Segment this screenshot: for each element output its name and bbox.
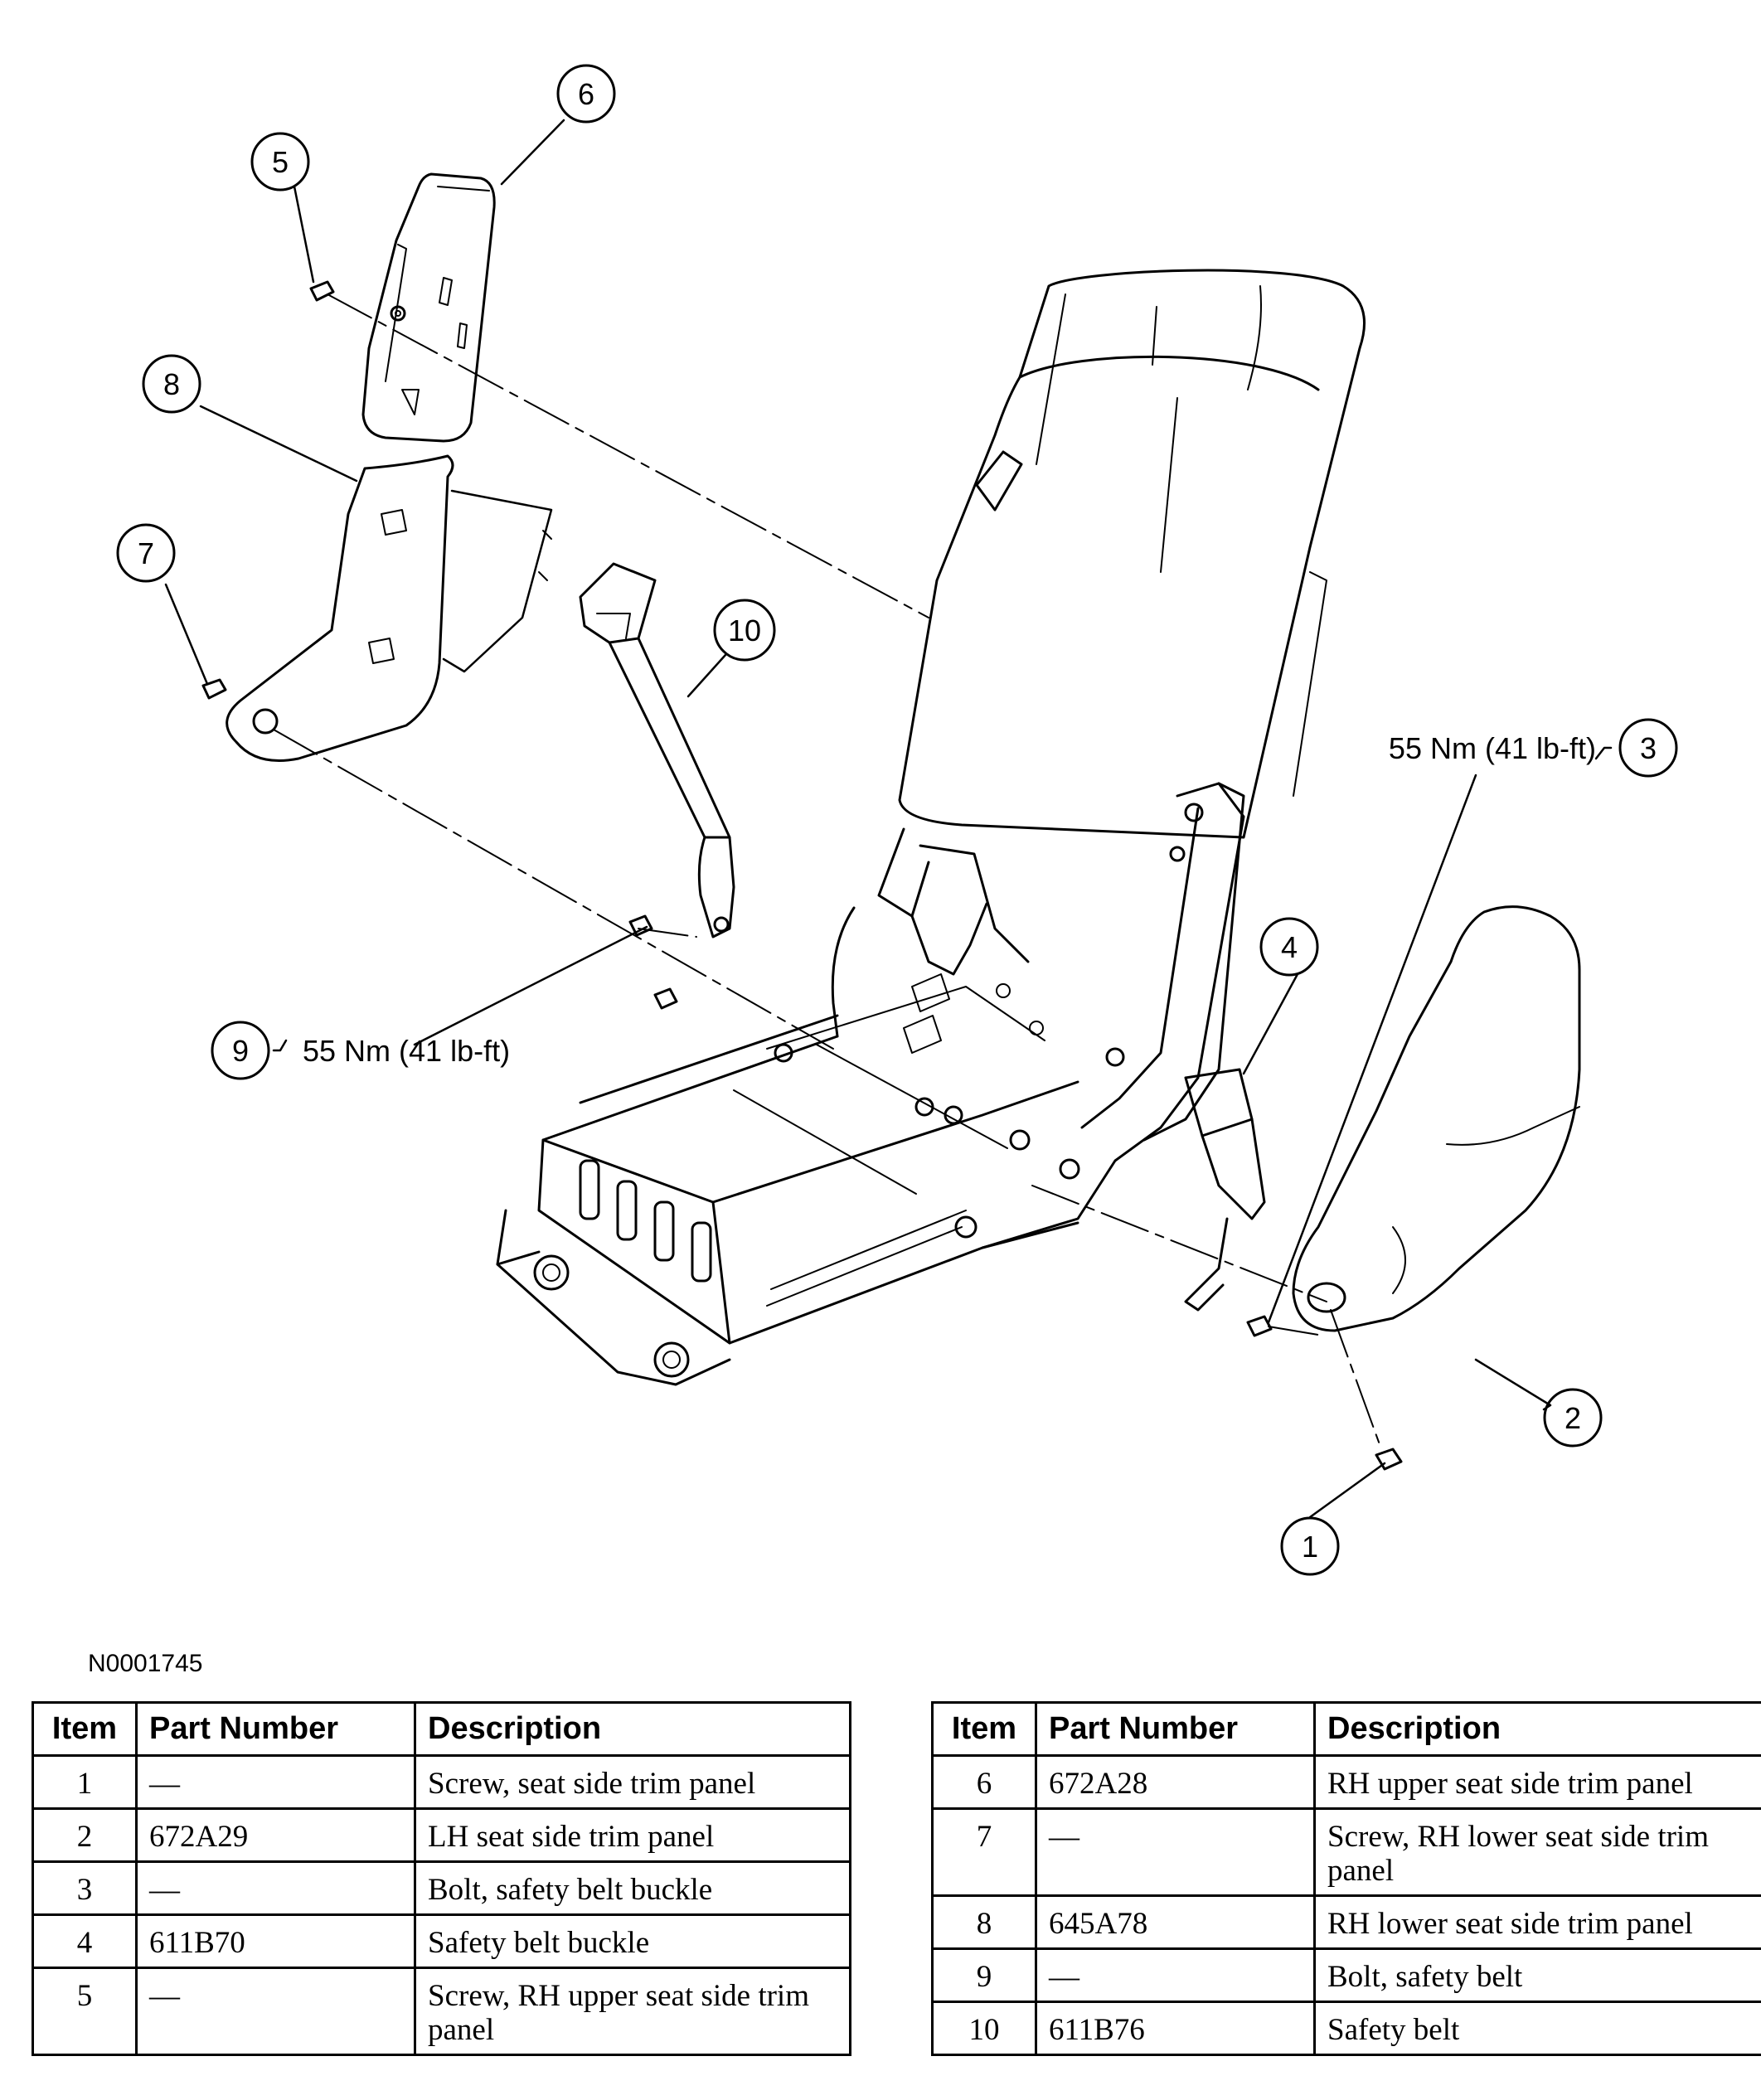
- table-row: 5 — Screw, RH upper seat side trim panel: [32, 1967, 851, 2056]
- column-header-item: Item: [931, 1701, 1037, 1757]
- column-header-part-number: Part Number: [1035, 1701, 1316, 1757]
- cell-description: Screw, RH lower seat side trim panel: [1313, 1807, 1761, 1897]
- column-header-description: Description: [414, 1701, 851, 1757]
- cell-part-number: —: [135, 1860, 416, 1916]
- cell-item: 4: [32, 1913, 138, 1969]
- table-row: 7 — Screw, RH lower seat side trim panel: [931, 1807, 1761, 1897]
- cell-description: Screw, seat side trim panel: [414, 1754, 851, 1810]
- callout-1-label: 1: [1302, 1530, 1318, 1564]
- callout-3: 3 55 Nm (41 lb-ft): [1389, 718, 1678, 778]
- callout-7: 7: [116, 523, 176, 583]
- rh-lower-trim-panel: [226, 454, 553, 762]
- callout-6-label: 6: [578, 77, 594, 111]
- alignment-lines: [273, 293, 1381, 1448]
- cell-description: RH upper seat side trim panel: [1313, 1754, 1761, 1810]
- torque-label-3: 55 Nm (41 lb-ft): [1389, 731, 1596, 765]
- cell-part-number: 611B76: [1035, 2001, 1316, 2056]
- safety-belt: [579, 562, 735, 938]
- callout-10-label: 10: [728, 614, 761, 647]
- callout-5: 5: [250, 132, 310, 192]
- lh-trim-panel: [1292, 905, 1581, 1332]
- table-row: 8 645A78 RH lower seat side trim panel: [931, 1894, 1761, 1950]
- cell-part-number: 611B70: [135, 1913, 416, 1969]
- cell-part-number: 672A28: [1035, 1754, 1316, 1810]
- cell-description: Screw, RH upper seat side trim panel: [414, 1967, 851, 2056]
- cell-description: Bolt, safety belt buckle: [414, 1860, 851, 1916]
- safety-belt-buckle: [1184, 1068, 1266, 1312]
- column-header-description: Description: [1313, 1701, 1761, 1757]
- callout-7-label: 7: [138, 536, 154, 570]
- cell-item: 5: [32, 1967, 138, 2056]
- table-header-row: Item Part Number Description: [32, 1701, 851, 1757]
- cell-description: Safety belt: [1313, 2001, 1761, 2056]
- cell-description: Bolt, safety belt: [1313, 1947, 1761, 2003]
- callout-9: 9 55 Nm (41 lb-ft): [211, 1021, 510, 1080]
- callout-6: 6: [556, 64, 616, 124]
- torque-label-9: 55 Nm (41 lb-ft): [303, 1034, 510, 1068]
- table-row: 6 672A28 RH upper seat side trim panel: [931, 1754, 1761, 1810]
- exploded-view-diagram: 1 2 3 55 Nm (41 lb-ft) 4 5 6 7 8 9 55 Nm…: [116, 64, 1678, 1576]
- callout-4: 4: [1259, 917, 1319, 977]
- cell-part-number: —: [1035, 1807, 1316, 1897]
- table-row: 1 — Screw, seat side trim panel: [32, 1754, 851, 1810]
- callout-3-label: 3: [1640, 731, 1657, 765]
- parts-table-right: Item Part Number Description 6 672A28 RH…: [931, 1701, 1761, 2056]
- rh-upper-trim-panel: [361, 172, 496, 443]
- table-row: 4 611B70 Safety belt buckle: [32, 1913, 851, 1969]
- cell-item: 1: [32, 1754, 138, 1810]
- callout-5-label: 5: [272, 145, 289, 179]
- cell-description: LH seat side trim panel: [414, 1807, 851, 1863]
- cell-item: 2: [32, 1807, 138, 1863]
- column-header-item: Item: [32, 1701, 138, 1757]
- callout-10: 10: [713, 599, 776, 662]
- table-header-row: Item Part Number Description: [931, 1701, 1761, 1757]
- callout-8: 8: [142, 354, 201, 414]
- callout-2: 2: [1543, 1388, 1603, 1448]
- cell-item: 8: [931, 1894, 1037, 1950]
- cell-description: RH lower seat side trim panel: [1313, 1894, 1761, 1950]
- parts-table-left: Item Part Number Description 1 — Screw, …: [32, 1701, 851, 2056]
- seat-frame: [496, 782, 1245, 1386]
- cell-part-number: 672A29: [135, 1807, 416, 1863]
- figure-reference-code: N0001745: [88, 1650, 203, 1677]
- cell-part-number: 645A78: [1035, 1894, 1316, 1950]
- table-row: 3 — Bolt, safety belt buckle: [32, 1860, 851, 1916]
- callout-1: 1: [1280, 1516, 1340, 1576]
- cell-item: 6: [931, 1754, 1037, 1810]
- cell-part-number: —: [1035, 1947, 1316, 2003]
- callout-8-label: 8: [163, 367, 180, 401]
- table-row: 10 611B76 Safety belt: [931, 2001, 1761, 2056]
- callout-9-label: 9: [232, 1034, 249, 1068]
- cell-part-number: —: [135, 1967, 416, 2056]
- callout-2-label: 2: [1565, 1401, 1581, 1435]
- table-row: 9 — Bolt, safety belt: [931, 1947, 1761, 2003]
- leader-lines: [164, 119, 1552, 1519]
- cell-description: Safety belt buckle: [414, 1913, 851, 1969]
- column-header-part-number: Part Number: [135, 1701, 416, 1757]
- cell-item: 9: [931, 1947, 1037, 2003]
- callout-4-label: 4: [1281, 930, 1298, 964]
- cell-item: 7: [931, 1807, 1037, 1897]
- cell-item: 10: [931, 2001, 1037, 2056]
- table-row: 2 672A29 LH seat side trim panel: [32, 1807, 851, 1863]
- cell-part-number: —: [135, 1754, 416, 1810]
- seat-back: [898, 269, 1366, 839]
- cell-item: 3: [32, 1860, 138, 1916]
